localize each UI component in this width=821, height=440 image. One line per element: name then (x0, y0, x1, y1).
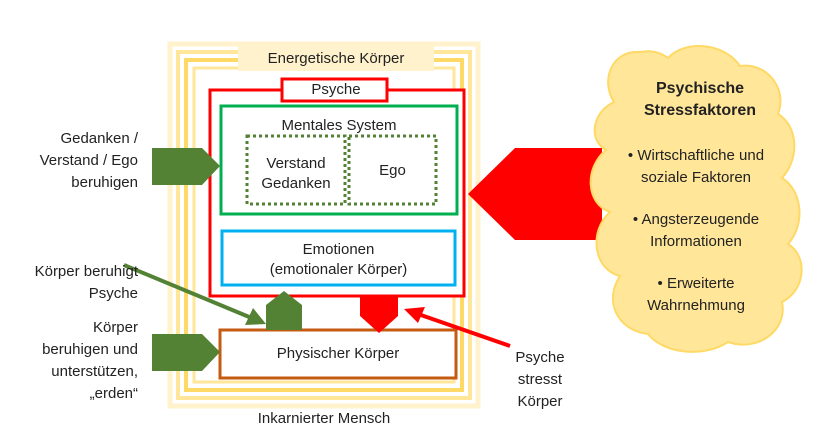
cloud-item-2-line1: Angsterzeugende (641, 211, 760, 228)
line-body-calms (123, 263, 255, 321)
left-top-line3: beruhigen (71, 174, 138, 191)
left-top-line2: Verstand / Ego (39, 152, 138, 169)
cloud-item-1: • Wirtschaftliche und (627, 147, 765, 164)
cloud-item-3: • Erweiterte (657, 275, 735, 292)
right-stress-line1: Psyche (515, 349, 565, 366)
mental-system-box (219, 104, 459, 216)
left-bottom-line3: unterstützen, (51, 363, 138, 380)
arrow-psyche-stresses-body (360, 295, 398, 333)
cloud-title-line1: Psychische (655, 80, 745, 97)
psyche-label-box (280, 77, 389, 103)
arrow-body-calms-psyche (266, 291, 302, 330)
gedanken-label: Gedanken (261, 175, 331, 192)
stress-cloud (589, 45, 803, 353)
line-body-calms-head (245, 308, 266, 325)
cloud-item-2-line2: Informationen (650, 233, 742, 250)
left-mid-line1: Körper beruhigt (34, 263, 138, 280)
cloud-title-line2: Stressfaktoren (643, 102, 757, 119)
emotions-sublabel: (emotionaler Körper) (269, 261, 408, 278)
energy-label-bg (238, 44, 434, 71)
energetic-body-label: Energetische Körper (267, 50, 405, 67)
right-stress-line2: stresst (517, 371, 563, 388)
cloud-shape (589, 45, 803, 353)
left-top-line1: Gedanken / (60, 130, 138, 147)
left-mid-line2: Psyche (88, 285, 138, 302)
cloud-item-1-line1: Wirtschaftliche und (637, 147, 765, 164)
arrow-stress-factors (468, 148, 602, 240)
verstand-box (245, 134, 347, 206)
arrow-calm-mind (152, 148, 220, 185)
left-bottom-line1: Körper (92, 319, 138, 336)
cloud-item-3-line1: Erweiterte (666, 275, 735, 292)
incarnated-label: Inkarnierter Mensch (257, 410, 391, 427)
physical-body-box (218, 328, 458, 380)
right-stress-line3: Körper (517, 393, 563, 410)
line-psyche-stresses-head (404, 307, 425, 323)
left-bottom-line4: „erden“ (89, 385, 138, 402)
left-bottom-line2: beruhigen und (42, 341, 138, 358)
mental-system-label: Mentales System (281, 117, 397, 134)
ego-label: Ego (379, 162, 406, 179)
emotions-label: Emotionen (302, 241, 375, 258)
arrow-calm-body (152, 334, 220, 371)
emotions-box (220, 229, 457, 287)
cloud-item-1-line2: soziale Faktoren (640, 169, 752, 186)
line-psyche-stresses (417, 312, 511, 348)
ego-box (347, 134, 438, 206)
physical-body-label: Physischer Körper (276, 345, 400, 362)
cloud-item-3-line2: Wahrnehmung (647, 297, 745, 314)
psyche-label: Psyche (311, 81, 361, 98)
verstand-label: Verstand (266, 155, 326, 172)
psyche-box (208, 88, 466, 298)
cloud-item-2: • Angsterzeugende (632, 211, 760, 228)
